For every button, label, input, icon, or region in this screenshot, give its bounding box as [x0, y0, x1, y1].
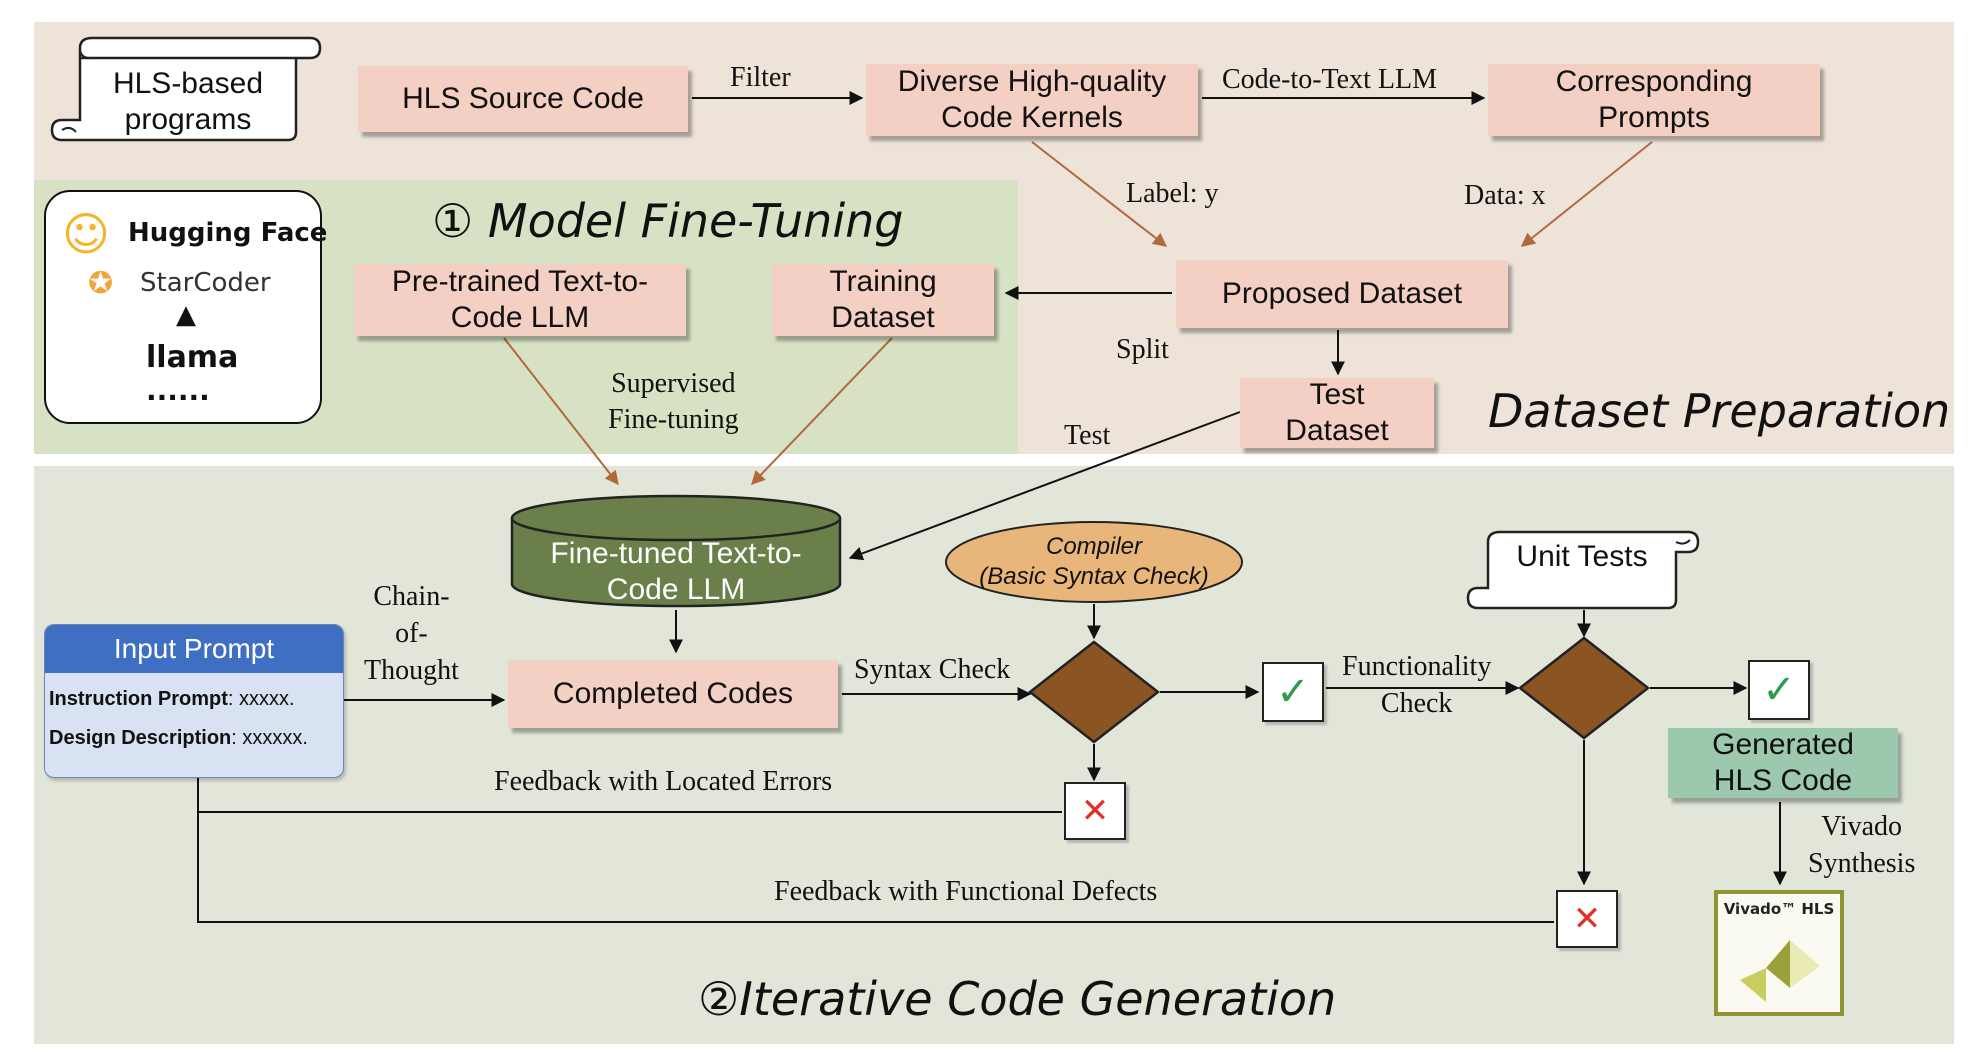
edge-pretrained-to-finetuned: [503, 337, 619, 486]
syntax-decision-diamond: [1027, 640, 1161, 744]
functionality-pass-check-icon: ✓: [1748, 660, 1810, 720]
starcoder-icon: ✪: [88, 266, 114, 301]
chain-of-thought-label: Chain-of-Thought: [364, 581, 459, 686]
model-fine-tuning-title: ① Model Fine-Tuning: [432, 194, 904, 248]
llama-label: llama: [146, 340, 239, 375]
syntax-pass-check-icon: ✓: [1262, 662, 1324, 722]
dataset-preparation-title: Dataset Preparation: [1488, 384, 1951, 438]
unit-tests-label: Unit Tests: [1516, 540, 1648, 573]
compiler-ellipse: [945, 521, 1243, 603]
edge-data-x: [1520, 141, 1653, 247]
input-prompt-card: Input Prompt Instruction Prompt: xxxxx. …: [44, 624, 344, 778]
functionality-fail-cross-icon: ✕: [1556, 890, 1618, 948]
finetuned-llm-cylinder: [510, 494, 842, 608]
edge-label-y: [1031, 141, 1168, 247]
hls-source-code-box: HLS Source Code: [358, 66, 688, 132]
label-y-label: Label: y: [1126, 178, 1219, 209]
compiler-label: Compiler(Basic Syntax Check): [979, 533, 1209, 590]
vivado-logo: [1714, 890, 1844, 1016]
iterative-code-generation-title: ②Iterative Code Generation: [698, 972, 1337, 1026]
design-description-line: Design Description: xxxxxx.: [49, 727, 308, 749]
hugging-face-label: Hugging Face: [128, 218, 328, 248]
unit-tests-scroll: [1466, 530, 1700, 610]
more-logos-ellipsis: ......: [146, 374, 210, 407]
starcoder-label: StarCoder: [140, 268, 271, 298]
hls-programs-scroll: [50, 36, 322, 142]
split-label: Split: [1116, 334, 1169, 365]
feedback-errors-label: Feedback with Located Errors: [494, 766, 833, 797]
input-prompt-title: Input Prompt: [45, 625, 343, 673]
filter-label: Filter: [730, 62, 791, 93]
llm-logos-card: [44, 190, 322, 424]
feedback-defects-label: Feedback with Functional Defects: [774, 876, 1158, 907]
vivado-logo-label: Vivado™ HLS: [1723, 900, 1835, 918]
syntax-fail-cross-icon: ✕: [1064, 782, 1126, 840]
hugging-face-icon: ☺: [62, 207, 110, 261]
pretrained-llm-box: Pre-trained Text-to-Code LLM: [354, 264, 686, 336]
instruction-prompt-line: Instruction Prompt: xxxxx.: [49, 688, 295, 710]
proposed-dataset-box: Proposed Dataset: [1176, 260, 1508, 328]
syntax-check-label: Syntax Check: [854, 654, 1011, 685]
edge-training-to-finetuned: [751, 337, 893, 486]
data-x-label: Data: x: [1464, 180, 1546, 211]
completed-codes-box: Completed Codes: [508, 660, 838, 728]
edge-feedback-defects: [197, 812, 1554, 923]
test-label: Test: [1064, 420, 1111, 451]
llama-icon: ▲: [176, 300, 196, 330]
functionality-decision-diamond: [1517, 636, 1651, 740]
code-to-text-label: Code-to-Text LLM: [1222, 64, 1437, 95]
finetuned-llm-label: Fine-tuned Text-to-Code LLM: [550, 537, 802, 606]
edge-test: [848, 411, 1241, 561]
